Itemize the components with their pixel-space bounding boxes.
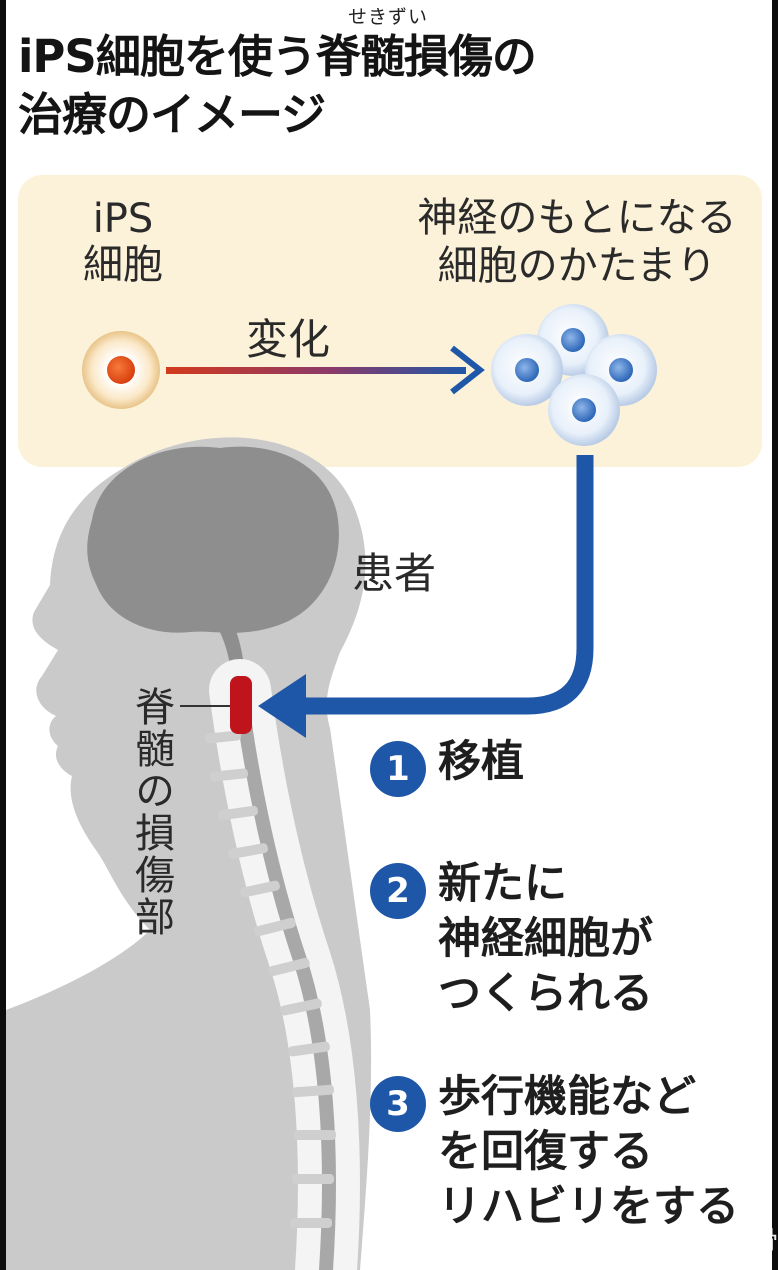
- injury-site-label: 脊髄の損傷部: [128, 686, 174, 938]
- step-number-badge: 2: [370, 863, 426, 919]
- step-text: 新たに 神経細胞が つくられる: [438, 859, 653, 1019]
- injury-site-marker: [230, 676, 252, 734]
- step-2: 2 新たに 神経細胞が つくられる: [370, 857, 653, 1022]
- watermark: 知乎 @排骨: [640, 1226, 778, 1256]
- page-title: iPS細胞を使う脊髄損傷の 治療のイメージ: [18, 28, 638, 144]
- right-border: [772, 0, 778, 1270]
- change-arrow: [166, 345, 485, 395]
- step-text: 歩行機能など を回復する リハビリをする: [438, 1072, 739, 1232]
- title-line-2: 治療のイメージ: [18, 88, 326, 141]
- title-ruby: せきずい: [348, 6, 429, 28]
- patient-silhouette: [6, 437, 372, 1270]
- left-border: [0, 0, 6, 1270]
- step-1: 1 移植: [370, 735, 524, 797]
- cell-cluster-icon: [491, 304, 657, 446]
- nerve-cluster-label: 神経のもとになる 細胞のかたまり: [417, 195, 737, 289]
- change-label: 変化: [246, 315, 331, 364]
- step-number-badge: 3: [370, 1076, 426, 1132]
- step-number-badge: 1: [370, 741, 426, 797]
- cell-transformation-panel: [18, 175, 762, 467]
- step-3: 3 歩行機能など を回復する リハビリをする: [370, 1070, 739, 1235]
- ips-cell-icon: [82, 331, 160, 409]
- transplant-arrow: [258, 455, 594, 738]
- step-text: 移植: [438, 737, 524, 787]
- patient-label: 患者: [352, 549, 437, 598]
- title-line-1: iPS細胞を使う脊髄損傷の: [18, 30, 537, 83]
- spine: [204, 659, 360, 1270]
- ips-cell-label: iPS 細胞: [83, 196, 163, 288]
